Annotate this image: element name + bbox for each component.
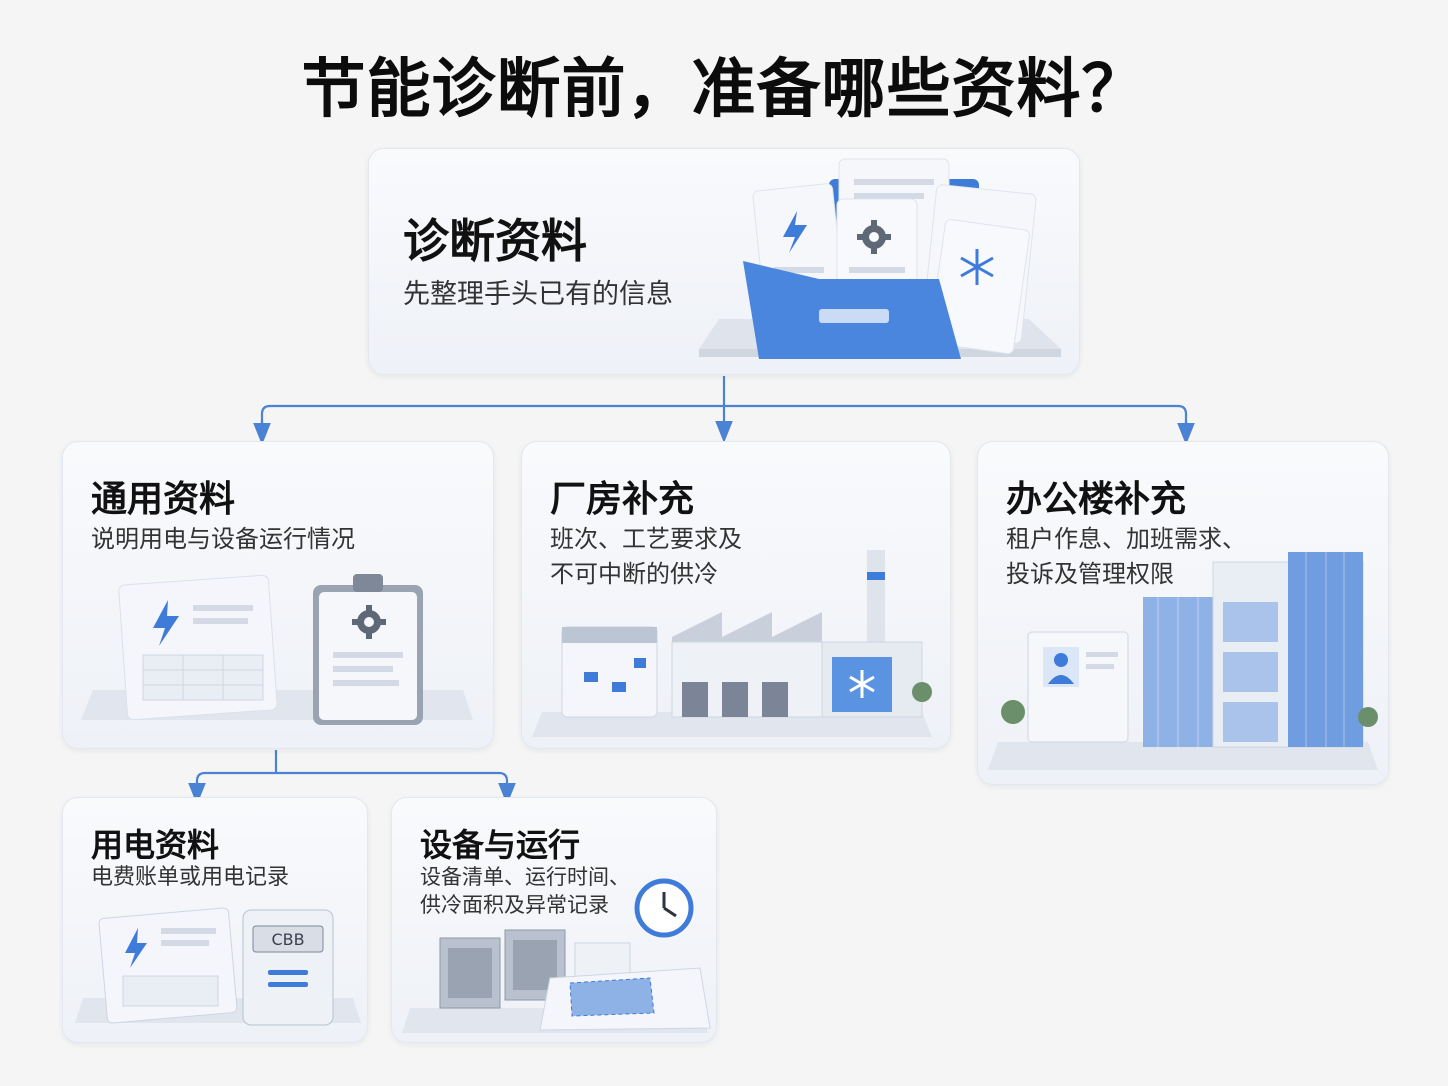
hvac-floorplan-illustration <box>402 929 711 1033</box>
gear-icon <box>857 220 891 254</box>
meter-bill-illustration: CBB <box>75 907 361 1026</box>
snowflake-icon <box>960 249 994 285</box>
general-subtitle: 说明用电与设备运行情况 <box>91 525 355 553</box>
document-folder-illustration <box>699 158 1061 359</box>
lightning-icon <box>153 600 179 646</box>
factory-subtitle-line-2: 不可中断的供冷 <box>550 560 718 588</box>
lightning-icon <box>125 928 147 968</box>
lightning-icon <box>783 211 807 253</box>
power-subtitle: 电费账单或用电记录 <box>91 865 290 890</box>
power-title: 用电资料 <box>91 826 220 864</box>
meter-display: CBB <box>271 930 304 949</box>
clock-icon <box>634 878 694 938</box>
bill-clipboard-illustration <box>81 574 473 725</box>
equipment-subtitle-line-2: 供冷面积及异常记录 <box>420 893 609 917</box>
power-card: 用电资料 电费账单或用电记录 CBB <box>62 797 368 1043</box>
equipment-title: 设备与运行 <box>420 826 581 864</box>
root-card: 诊断资料 先整理手头已有的信息 <box>368 148 1080 375</box>
office-building-illustration <box>988 552 1378 770</box>
factory-subtitle-line-1: 班次、工艺要求及 <box>550 525 742 553</box>
factory-card: 厂房补充 班次、工艺要求及 不可中断的供冷 <box>521 441 951 749</box>
factory-title: 厂房补充 <box>550 479 695 520</box>
office-subtitle-line-2: 投诉及管理权限 <box>1006 560 1174 588</box>
office-card: 办公楼补充 租户作息、加班需求、 投诉及管理权限 <box>977 441 1389 785</box>
factory-illustration <box>532 550 932 737</box>
equipment-card: 设备与运行 设备清单、运行时间、 供冷面积及异常记录 <box>391 797 717 1043</box>
root-subtitle: 先整理手头已有的信息 <box>403 279 673 310</box>
office-subtitle-line-1: 租户作息、加班需求、 <box>1006 525 1246 553</box>
general-title: 通用资料 <box>91 479 236 520</box>
office-title: 办公楼补充 <box>1006 479 1187 520</box>
equipment-subtitle-line-1: 设备清单、运行时间、 <box>420 865 630 889</box>
general-card: 通用资料 说明用电与设备运行情况 <box>62 441 494 749</box>
root-title: 诊断资料 <box>403 214 587 268</box>
page-title: 节能诊断前，准备哪些资料？ <box>301 53 1147 127</box>
gear-icon <box>352 605 386 639</box>
person-icon <box>1043 647 1079 687</box>
snowflake-icon <box>849 670 875 698</box>
